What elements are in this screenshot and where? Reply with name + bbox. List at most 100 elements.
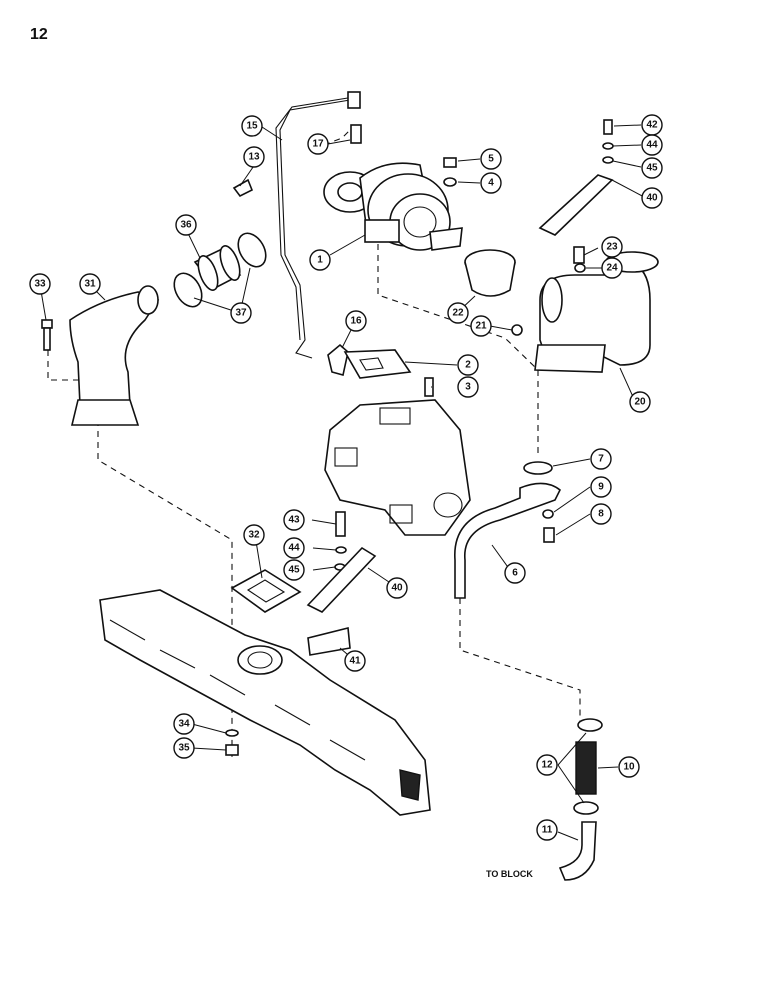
bolt <box>335 511 346 537</box>
callout-label: 37 <box>235 308 247 319</box>
elbow-fitting <box>327 343 349 376</box>
callout-5: 5 <box>480 148 502 170</box>
callout-label: 40 <box>391 583 403 594</box>
callout-label: 41 <box>349 656 361 667</box>
callout-label: 22 <box>452 308 464 319</box>
callout-label: 9 <box>598 482 604 493</box>
callout-label: 11 <box>542 825 553 836</box>
gasket <box>230 569 302 613</box>
callout-17: 17 <box>307 133 329 155</box>
callout-41: 41 <box>344 650 366 672</box>
bracket <box>538 174 614 236</box>
washer <box>602 156 614 164</box>
spacer-block <box>307 626 351 656</box>
callout-label: 5 <box>488 154 494 165</box>
callout-44-lower: 44 <box>283 537 305 559</box>
hose <box>575 741 597 795</box>
bolt <box>41 319 53 351</box>
callout-label: 31 <box>84 279 96 290</box>
callout-label: 45 <box>646 163 658 174</box>
fitting <box>347 91 362 144</box>
callout-label: 42 <box>646 120 658 131</box>
callout-label: 34 <box>178 719 190 730</box>
callout-3: 3 <box>457 376 479 398</box>
callout-11: 11 <box>536 819 558 841</box>
callout-label: 32 <box>248 530 260 541</box>
callout-42: 42 <box>641 114 663 136</box>
callout-44: 44 <box>641 134 663 156</box>
callout-37: 37 <box>230 302 252 324</box>
callout-label: 12 <box>541 760 553 771</box>
callout-8: 8 <box>590 503 612 525</box>
callout-label: 17 <box>312 139 324 150</box>
stud <box>424 377 434 397</box>
callout-16: 16 <box>345 310 367 332</box>
callout-40: 40 <box>641 187 663 209</box>
callout-label: 20 <box>634 397 646 408</box>
seal-ring <box>464 249 516 297</box>
callout-36: 36 <box>175 214 197 236</box>
hose-clamp <box>573 801 599 815</box>
elbow <box>69 285 160 426</box>
callout-4: 4 <box>480 172 502 194</box>
callout-label: 33 <box>34 279 46 290</box>
callout-45-lower: 45 <box>283 559 305 581</box>
callout-2: 2 <box>457 354 479 376</box>
callout-label: 23 <box>606 242 618 253</box>
callout-20: 20 <box>629 391 651 413</box>
page-number: 12 <box>30 26 48 43</box>
callout-45: 45 <box>641 157 663 179</box>
exhaust-manifold <box>99 589 431 816</box>
lock-washer <box>602 142 614 150</box>
callout-label: 1 <box>317 255 323 266</box>
callout-label: 44 <box>288 543 300 554</box>
oil-supply-line <box>279 99 351 359</box>
nut <box>443 157 457 168</box>
callout-label: 36 <box>180 220 192 231</box>
callout-label: 44 <box>646 140 658 151</box>
callout-10: 10 <box>618 756 640 778</box>
washer <box>443 177 457 187</box>
callout-24: 24 <box>601 257 623 279</box>
callout-label: 43 <box>288 515 300 526</box>
oil-drain-tube <box>454 482 562 599</box>
exhaust-elbow <box>534 251 659 373</box>
callout-22: 22 <box>447 302 469 324</box>
callout-34: 34 <box>173 713 195 735</box>
washer <box>225 729 239 737</box>
exhaust-outlet-casting <box>324 399 471 536</box>
callout-43: 43 <box>283 509 305 531</box>
assembly-dashed-lines <box>47 127 581 760</box>
callout-33: 33 <box>29 273 51 295</box>
callout-label: 21 <box>475 321 487 332</box>
callout-35: 35 <box>173 737 195 759</box>
callout-label: 7 <box>598 454 604 465</box>
callout-label: 6 <box>512 568 518 579</box>
callout-40-lower: 40 <box>386 577 408 599</box>
hose-clamp <box>237 232 267 268</box>
callout-32: 32 <box>243 524 265 546</box>
bolt <box>603 119 613 135</box>
bolt <box>543 527 555 543</box>
callout-label: 8 <box>598 509 604 520</box>
callout-9: 9 <box>590 476 612 498</box>
callout-23: 23 <box>601 236 623 258</box>
callout-1: 1 <box>309 249 331 271</box>
callout-label: 35 <box>178 743 190 754</box>
callout-label: 2 <box>465 360 471 371</box>
callout-label: 24 <box>606 263 618 274</box>
hose-clamp <box>577 718 603 732</box>
tube <box>558 821 597 881</box>
nut <box>225 744 239 756</box>
hose <box>193 245 242 291</box>
callout-15: 15 <box>241 115 263 137</box>
nut <box>542 509 554 519</box>
callout-label: 10 <box>623 762 635 773</box>
callout-label: 45 <box>288 565 300 576</box>
callout-12: 12 <box>536 754 558 776</box>
callout-label: 40 <box>646 193 658 204</box>
nut <box>574 263 586 273</box>
turbocharger <box>323 162 463 251</box>
to-block-label: TO BLOCK <box>486 869 533 879</box>
